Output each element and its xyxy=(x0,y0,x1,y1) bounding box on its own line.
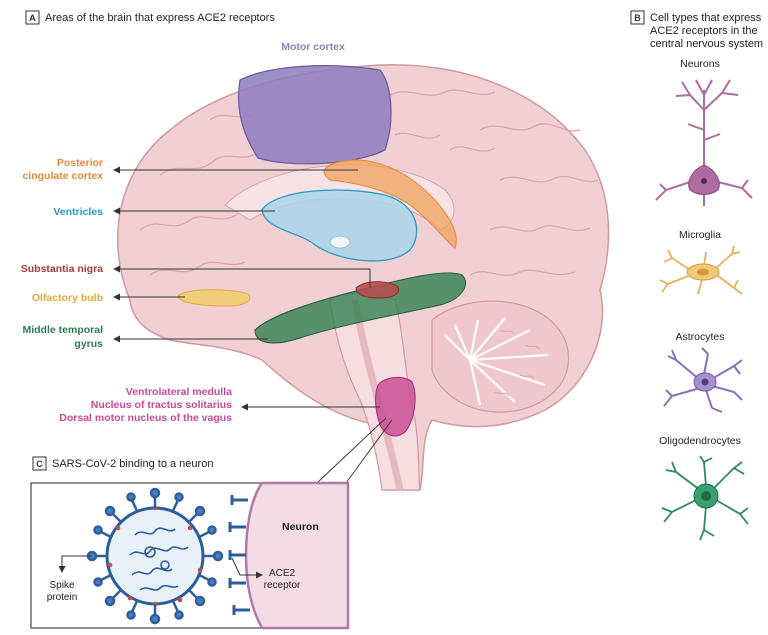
microglia-cell: Microglia xyxy=(659,229,743,295)
label-medulla: Ventrolateral medulla Nucleus of tractus… xyxy=(59,386,380,424)
neuron-label: Neuron xyxy=(282,521,319,533)
panel-a-header: A Areas of the brain that express ACE2 r… xyxy=(25,10,275,25)
substantia-nigra-label: Substantia nigra xyxy=(21,263,103,275)
ace2-receptors xyxy=(228,495,250,615)
ace2-label-line2: receptor xyxy=(264,580,301,591)
label-substantia-nigra: Substantia nigra xyxy=(21,263,371,288)
panel-b-letter: B xyxy=(634,13,641,23)
medulla-label-line3: Dorsal motor nucleus of the vagus xyxy=(59,412,232,424)
astrocyte-cell: Astrocytes xyxy=(663,331,743,413)
ace2-label-line1: ACE2 xyxy=(269,568,296,579)
cingulate-region xyxy=(323,159,457,249)
neurons-label: Neurons xyxy=(680,58,720,70)
label-olfactory: Olfactory bulb xyxy=(32,292,185,304)
astrocytes-label: Astrocytes xyxy=(675,331,724,343)
zoom-line-right xyxy=(345,419,393,484)
temporal-label-line2: gyrus xyxy=(74,338,103,350)
medulla-label-line1: Ventrolateral medulla xyxy=(126,386,232,398)
panel-b-title-line1: Cell types that express xyxy=(650,12,762,24)
temporal-label-line1: Middle temporal xyxy=(22,324,103,336)
oligodendrocytes-label: Oligodendrocytes xyxy=(659,435,741,447)
spike-label-line1: Spike xyxy=(49,580,74,591)
label-temporal: Middle temporal gyrus xyxy=(22,324,268,350)
membrane-proteins xyxy=(107,505,203,607)
viral-rna xyxy=(129,527,189,591)
brain-gyri xyxy=(139,89,599,276)
panel-b-header: B Cell types that express ACE2 receptors… xyxy=(630,10,763,50)
zoom-line-left xyxy=(317,417,387,483)
panel-b-title-line2: ACE2 receptors in the xyxy=(650,25,758,37)
nigra-leader-arrow xyxy=(113,265,371,288)
panel-c-title: SARS-CoV-2 binding to a neuron xyxy=(52,458,213,470)
ace2-label-group: ACE2 receptor xyxy=(231,557,301,591)
spike-label-line2: protein xyxy=(47,592,78,603)
olfactory-label: Olfactory bulb xyxy=(32,292,103,304)
neuron-cell: Neurons xyxy=(655,58,753,206)
spike-label-group: Spike protein xyxy=(47,555,92,603)
ventricles-label: Ventricles xyxy=(53,206,103,218)
medulla-label-line2: Nucleus of tractus solitarius xyxy=(91,399,232,411)
label-cingulate: Posterior cingulate cortex xyxy=(22,157,358,182)
label-motor-cortex: Motor cortex xyxy=(281,41,345,53)
panel-a-title: Areas of the brain that express ACE2 rec… xyxy=(45,12,275,24)
cerebellum xyxy=(431,300,570,413)
label-ventricles: Ventricles xyxy=(53,206,275,218)
medulla-region xyxy=(375,377,416,437)
microglia-label: Microglia xyxy=(679,229,721,241)
substantia-nigra-region xyxy=(355,281,400,299)
panel-b-title-line3: central nervous system xyxy=(650,38,763,50)
neuron-cell-body: Neuron xyxy=(244,481,350,630)
cingulate-label-line2: cingulate cortex xyxy=(22,170,103,182)
motor-cortex-label: Motor cortex xyxy=(281,41,345,53)
motor-cortex-region xyxy=(238,65,392,165)
sars-cov-2-virion xyxy=(86,487,224,625)
oligodendrocyte-cell: Oligodendrocytes xyxy=(659,435,749,541)
ventricles-region xyxy=(261,189,418,262)
spike-proteins xyxy=(86,487,224,625)
panel-c-letter: C xyxy=(36,459,43,469)
panel-c-header: C SARS-CoV-2 binding to a neuron xyxy=(32,456,213,471)
panel-a-letter: A xyxy=(29,13,36,23)
temporal-region xyxy=(254,272,467,344)
cingulate-label-line1: Posterior xyxy=(57,157,103,169)
olfactory-region xyxy=(177,289,251,307)
